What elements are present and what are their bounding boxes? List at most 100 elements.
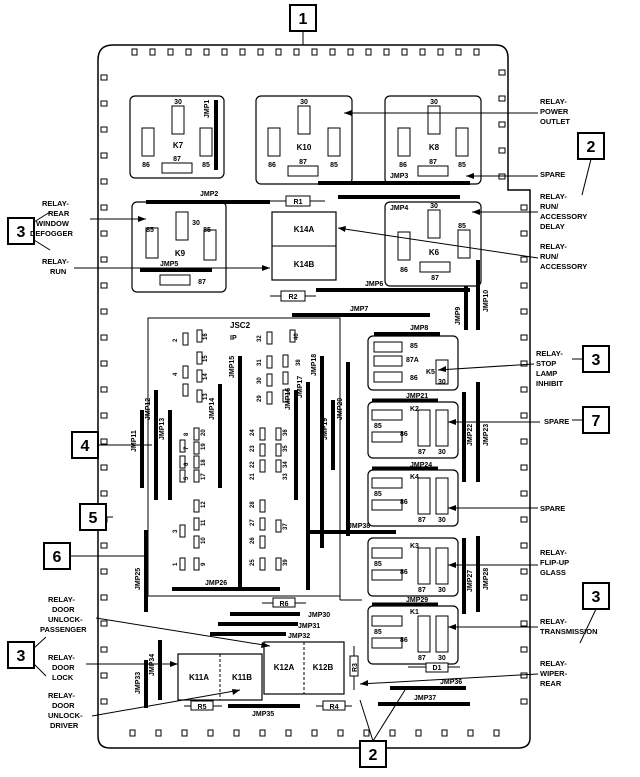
relay-k12: K12A K12B (263, 641, 345, 695)
svg-text:40: 40 (294, 333, 300, 340)
fuse-numbers: 2 16 15 4 14 13 32 40 31 30 29 8 20 7 19… (173, 333, 302, 566)
relay-k6: 30 85 K6 86 87 (384, 201, 482, 287)
svg-text:30: 30 (438, 379, 446, 386)
label-transmission: RELAY-TRANSMISSION (540, 617, 598, 636)
svg-text:86: 86 (400, 637, 408, 644)
svg-text:30: 30 (300, 99, 308, 106)
svg-text:86: 86 (410, 375, 418, 382)
svg-text:86: 86 (400, 267, 408, 274)
jmp7-label: JMP7 (350, 306, 368, 313)
svg-text:85: 85 (374, 491, 382, 498)
svg-text:38: 38 (296, 359, 302, 366)
svg-text:JMP11: JMP11 (131, 430, 138, 452)
svg-text:K11B: K11B (232, 673, 252, 682)
jmp33-label: JMP33 (135, 672, 142, 694)
svg-text:21: 21 (250, 473, 256, 480)
svg-text:DELAY: DELAY (540, 222, 565, 231)
svg-text:RELAY-: RELAY- (540, 548, 567, 557)
svg-text:RELAY-: RELAY- (42, 199, 69, 208)
svg-text:LAMP: LAMP (536, 369, 557, 378)
svg-text:D1: D1 (433, 665, 442, 672)
svg-text:1: 1 (173, 562, 179, 566)
svg-text:DOOR: DOOR (52, 663, 75, 672)
svg-text:14: 14 (203, 373, 209, 380)
svg-text:11: 11 (201, 519, 207, 526)
svg-text:29: 29 (257, 395, 263, 402)
relay-k7: 30 K7 86 87 85 (129, 95, 225, 179)
svg-text:35: 35 (283, 445, 289, 452)
svg-text:JMP12: JMP12 (145, 398, 152, 420)
svg-text:85: 85 (374, 423, 382, 430)
svg-text:30: 30 (430, 99, 438, 106)
svg-text:STOP: STOP (536, 359, 556, 368)
svg-text:87: 87 (173, 156, 181, 163)
callout-3-stop: 3 (582, 345, 610, 373)
relay-k10: 30 K10 86 87 85 (255, 95, 353, 185)
svg-text:3: 3 (592, 352, 601, 369)
svg-text:31: 31 (257, 359, 263, 366)
jsc-jumper-labels: JMP11 JMP12 JMP13 JMP14 JMP15 JMP16 JMP1… (131, 354, 344, 590)
svg-text:R3: R3 (352, 663, 359, 672)
jmp35-label: JMP35 (252, 711, 274, 718)
callout-7: 7 (582, 406, 610, 434)
svg-text:17: 17 (201, 473, 207, 480)
svg-text:85: 85 (203, 227, 211, 234)
svg-text:30: 30 (192, 220, 200, 227)
jmp10-label: JMP10 (483, 290, 490, 312)
svg-text:K5: K5 (426, 369, 435, 376)
svg-text:34: 34 (283, 461, 289, 468)
svg-text:RELAY-: RELAY- (48, 653, 75, 662)
svg-text:30: 30 (438, 517, 446, 524)
svg-text:WIPER-: WIPER- (540, 669, 568, 678)
jmp4-label: JMP4 (390, 205, 408, 212)
svg-text:JMP20: JMP20 (337, 398, 344, 420)
svg-text:RELAY-: RELAY- (48, 595, 75, 604)
svg-text:RUN/: RUN/ (540, 202, 559, 211)
svg-text:JMP17: JMP17 (297, 376, 304, 398)
board-outline (97, 44, 531, 749)
svg-text:JMP18: JMP18 (311, 354, 318, 376)
svg-text:RUN: RUN (50, 267, 66, 276)
jmp22-label: JMP22 (467, 424, 474, 446)
svg-text:85: 85 (330, 162, 338, 169)
svg-text:K11A: K11A (189, 673, 209, 682)
svg-text:86: 86 (400, 499, 408, 506)
svg-text:28: 28 (250, 501, 256, 508)
relay-k4: 85 86 K4 87 30 (367, 469, 459, 527)
jmp27-label: JMP27 (467, 570, 474, 592)
svg-text:JMP15: JMP15 (229, 356, 236, 378)
svg-text:2: 2 (173, 338, 179, 342)
svg-text:R1: R1 (294, 199, 303, 206)
svg-text:R6: R6 (280, 601, 289, 608)
svg-text:REAR: REAR (48, 209, 70, 218)
jmp37-label: JMP37 (414, 695, 436, 702)
svg-text:85: 85 (146, 227, 154, 234)
svg-text:K4: K4 (410, 474, 419, 481)
svg-text:87: 87 (418, 655, 426, 662)
relay-k2: 85 86 K2 87 30 (367, 401, 459, 459)
jmp9-label: JMP9 (455, 307, 462, 325)
svg-text:87: 87 (299, 159, 307, 166)
relay-k11: K11A K11B (177, 653, 263, 701)
svg-text:5: 5 (184, 476, 190, 480)
svg-text:JMP13: JMP13 (159, 418, 166, 440)
svg-text:10: 10 (201, 537, 207, 544)
svg-text:K9: K9 (175, 249, 186, 258)
svg-text:87: 87 (418, 517, 426, 524)
mounting-holes (100, 48, 528, 737)
svg-text:30: 30 (257, 377, 263, 384)
svg-text:13: 13 (203, 393, 209, 400)
jmp26-label: JMP26 (205, 580, 227, 587)
resistor-r6 (272, 597, 296, 608)
svg-text:3: 3 (173, 529, 179, 533)
svg-text:R5: R5 (198, 704, 207, 711)
label-run: RELAY-RUN (42, 257, 69, 276)
svg-text:ACCESSORY: ACCESSORY (540, 212, 587, 221)
label-wiper-rear: RELAY-WIPER-REAR (540, 659, 568, 688)
svg-text:RELAY-: RELAY- (540, 192, 567, 201)
svg-text:87: 87 (198, 279, 206, 286)
